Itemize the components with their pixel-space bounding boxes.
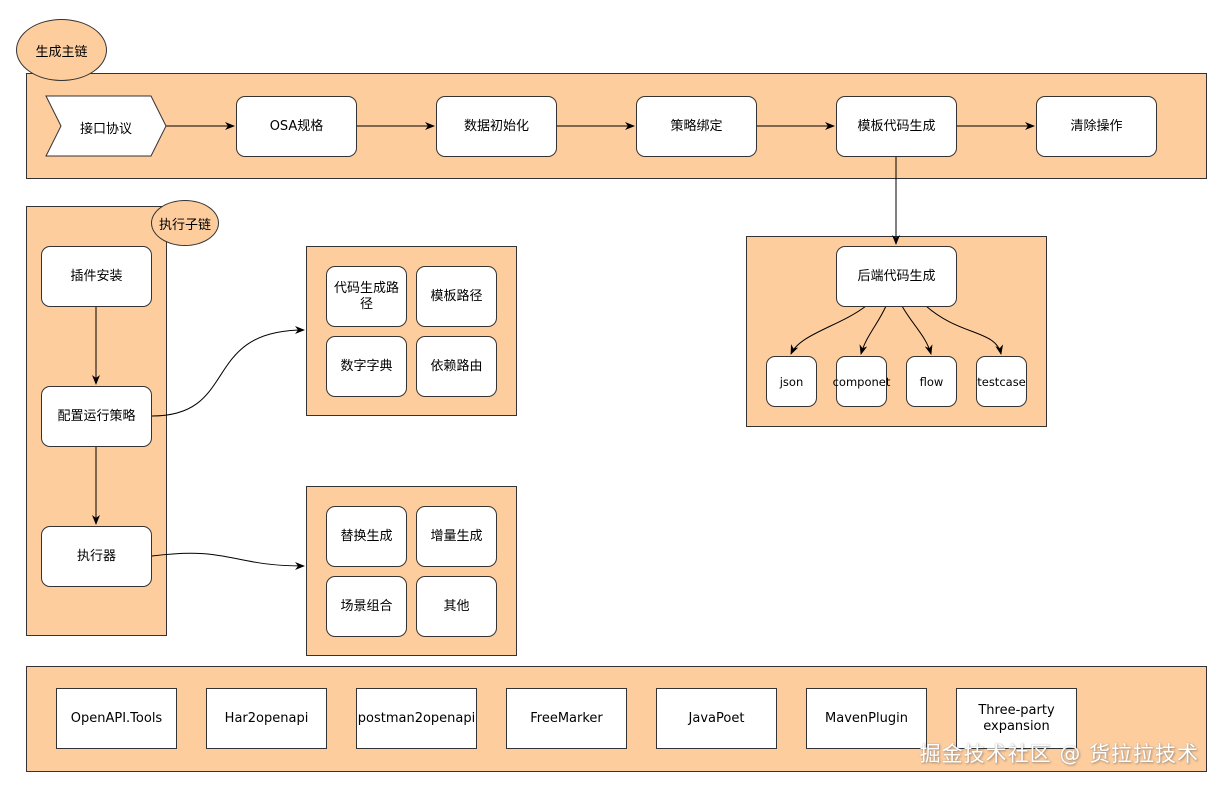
tool-openapi-tools[interactable]: OpenAPI.Tools — [56, 688, 177, 749]
executor-item-2[interactable]: 增量生成 — [416, 506, 497, 567]
sub-chain-label: 执行子链 — [151, 200, 219, 246]
main-step-1-shape[interactable] — [45, 95, 167, 157]
main-chain-label: 生成主链 — [16, 19, 107, 81]
strategy-item-2[interactable]: 模板路径 — [416, 266, 497, 327]
sub-step-1[interactable]: 插件安装 — [41, 246, 152, 307]
tool-javapoet[interactable]: JavaPoet — [656, 688, 777, 749]
main-step-2[interactable]: OSA规格 — [236, 96, 357, 157]
tool-three-party-expansion[interactable]: Three-party expansion — [956, 688, 1077, 749]
main-step-5[interactable]: 模板代码生成 — [836, 96, 957, 157]
main-step-3[interactable]: 数据初始化 — [436, 96, 557, 157]
sub-step-2[interactable]: 配置运行策略 — [41, 386, 152, 447]
backend-item-testcase[interactable]: testcase — [976, 356, 1027, 407]
strategy-item-4[interactable]: 依赖路由 — [416, 336, 497, 397]
main-step-4[interactable]: 策略绑定 — [636, 96, 757, 157]
curve-componet — [859, 305, 887, 355]
tool-freemarker[interactable]: FreeMarker — [506, 688, 627, 749]
backend-item-flow[interactable]: flow — [906, 356, 957, 407]
executor-item-3[interactable]: 场景组合 — [326, 576, 407, 637]
backend-item-componet[interactable]: componet — [833, 356, 890, 407]
sub-step-3[interactable]: 执行器 — [41, 526, 152, 587]
executor-item-1[interactable]: 替换生成 — [326, 506, 407, 567]
tool-har2openapi[interactable]: Har2openapi — [206, 688, 327, 749]
curve-testcase — [925, 305, 1004, 355]
strategy-item-1[interactable]: 代码生成路径 — [326, 266, 407, 327]
tool-mavenplugin[interactable]: MavenPlugin — [806, 688, 927, 749]
backend-item-json[interactable]: json — [766, 356, 817, 407]
main-step-6[interactable]: 清除操作 — [1036, 96, 1157, 157]
strategy-item-3[interactable]: 数字字典 — [326, 336, 407, 397]
curve-flow — [901, 305, 933, 355]
main-step-1-label: 接口协议 — [79, 122, 132, 137]
tool-postman2openapi[interactable]: postman2openapi — [356, 688, 477, 749]
executor-item-4[interactable]: 其他 — [416, 576, 497, 637]
curve-json — [790, 305, 867, 355]
curve-strategy — [151, 326, 305, 417]
watermark-text: 掘金技术社区 @ 货拉拉技术 — [919, 742, 1199, 766]
curve-executor — [151, 552, 305, 570]
backend-title[interactable]: 后端代码生成 — [836, 246, 957, 307]
